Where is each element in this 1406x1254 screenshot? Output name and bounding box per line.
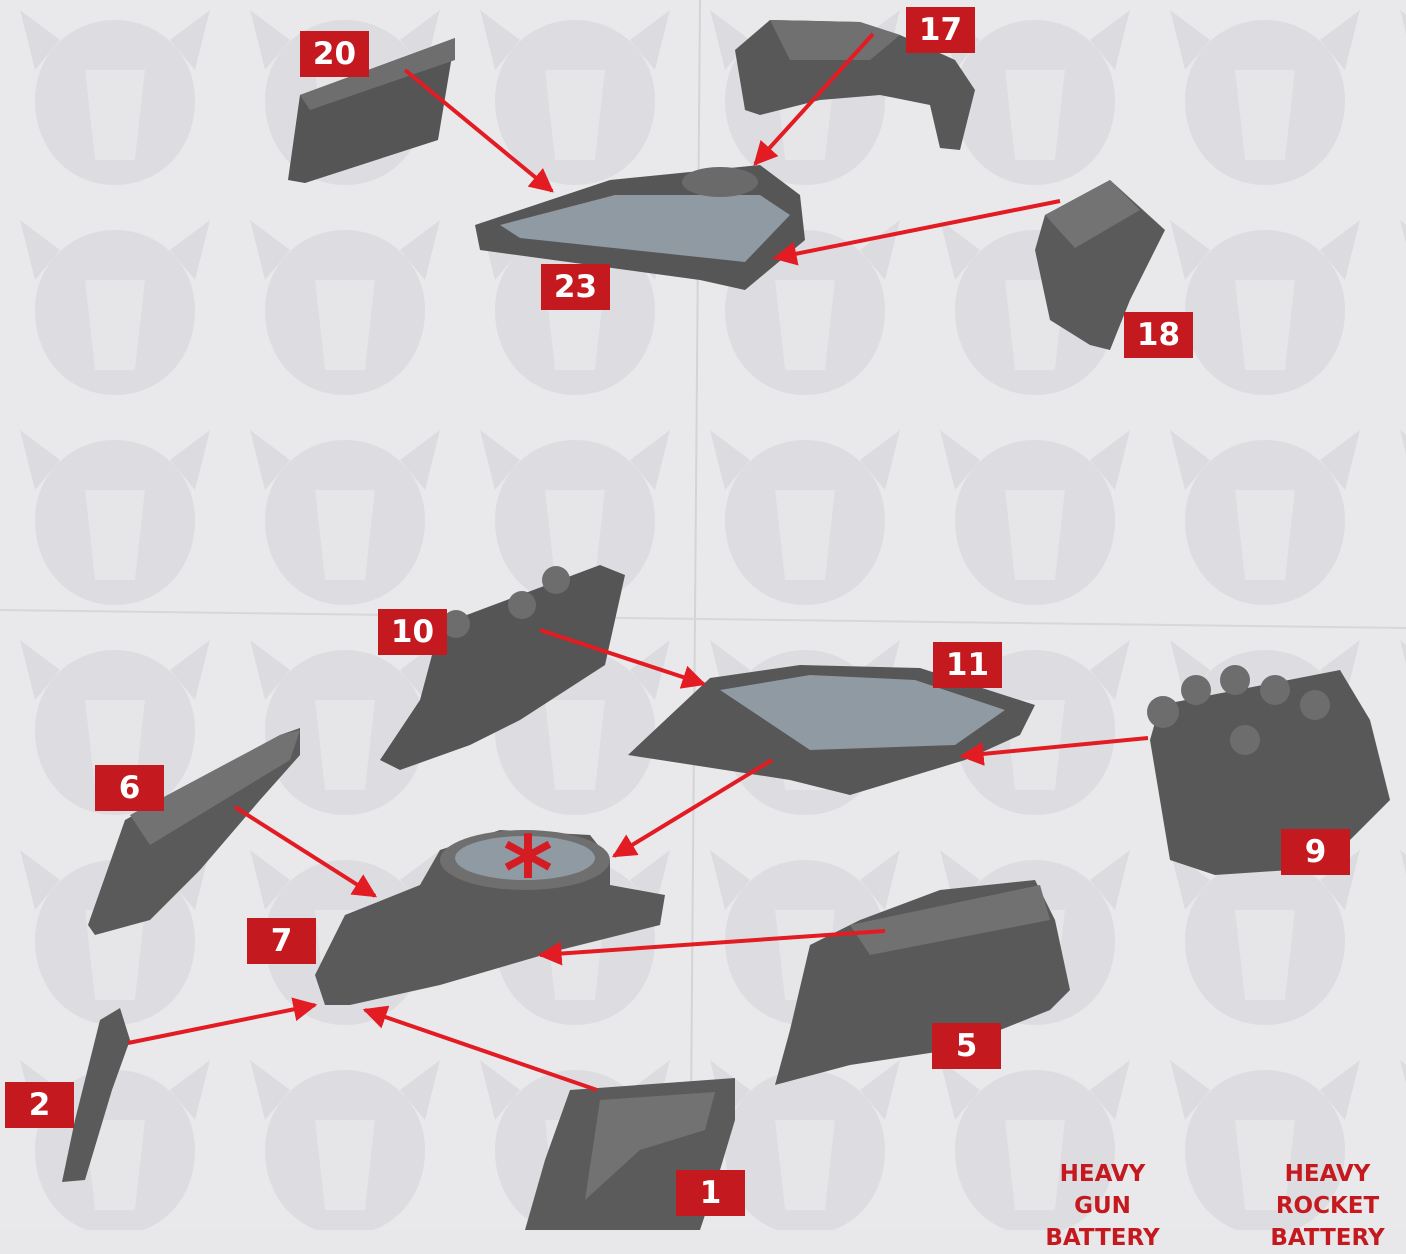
arrow-6-to-7 (235, 807, 375, 896)
part-6-drawing (88, 728, 300, 935)
caption-heavy-gun-battery: HEAVY GUN BATTERY (1030, 1158, 1175, 1254)
part-9-drawing (1147, 665, 1390, 875)
assembly-asterisk-icon: * (503, 816, 553, 928)
part-label-7: 7 (247, 918, 316, 964)
part-label-5: 5 (932, 1023, 1001, 1069)
arrow-11-to-7 (614, 760, 772, 856)
arrow-18-to-23 (775, 201, 1060, 258)
part-label-17: 17 (906, 7, 975, 53)
part-7-drawing (315, 830, 665, 1005)
arrow-1-to-7 (365, 1010, 597, 1090)
part-5-drawing (775, 880, 1070, 1085)
part-23-drawing (475, 165, 805, 290)
part-label-11: 11 (933, 642, 1002, 688)
part-label-18: 18 (1124, 312, 1193, 358)
part-label-9: 9 (1281, 829, 1350, 875)
part-label-20: 20 (300, 31, 369, 77)
part-10-drawing (380, 565, 625, 770)
arrow-2-to-7 (128, 1005, 315, 1043)
caption-heavy-rocket-battery: HEAVY ROCKET BATTERY (1250, 1158, 1405, 1254)
part-label-2: 2 (5, 1082, 74, 1128)
part-label-23: 23 (541, 264, 610, 310)
part-label-1: 1 (676, 1170, 745, 1216)
part-label-10: 10 (378, 609, 447, 655)
part-label-6: 6 (95, 765, 164, 811)
